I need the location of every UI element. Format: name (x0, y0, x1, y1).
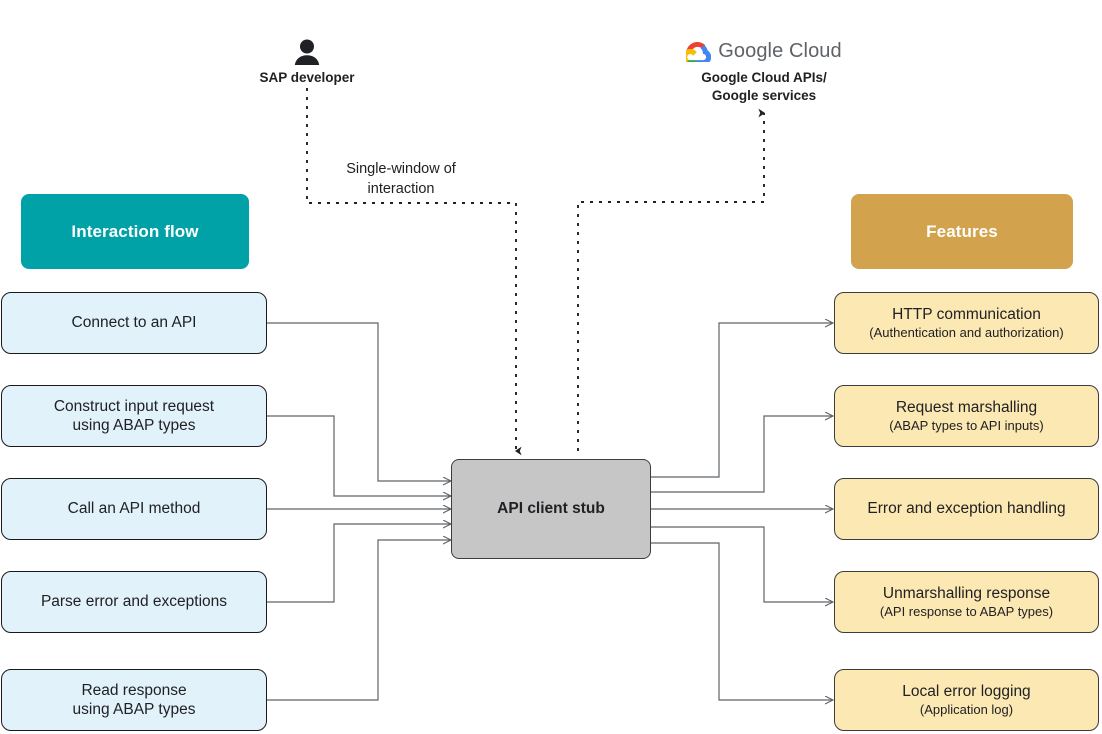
flow-box-construct-input-request[interactable]: Construct input request using ABAP types (1, 385, 267, 447)
sap-developer-label: SAP developer (259, 70, 355, 85)
flow-box-label: Call an API method (67, 500, 201, 518)
flow-box-read-response[interactable]: Read response using ABAP types (1, 669, 267, 731)
single-window-annotation: Single-window of interaction (320, 160, 482, 199)
flow-box-sublabel: using ABAP types (72, 417, 196, 434)
actor-sap-developer: SAP developer (232, 38, 382, 87)
flow-box-label: Read response (81, 681, 187, 699)
feature-box-sublabel: (ABAP types to API inputs) (889, 417, 1044, 433)
single-window-line2: interaction (367, 180, 435, 197)
feature-box-label: Request marshalling (895, 399, 1038, 417)
feature-box-label: Local error logging (902, 683, 1031, 701)
column-header-features: Features (851, 194, 1073, 269)
sap-developer-dashed-path (306, 88, 522, 456)
feature-box-label: Error and exception handling (867, 500, 1066, 518)
google-cloud-logo-icon (686, 41, 712, 62)
feature-box-http-communication[interactable]: HTTP communication (Authentication and a… (834, 292, 1099, 354)
column-header-interaction-flow-label: Interaction flow (71, 221, 199, 241)
flow-box-label: Connect to an API (71, 314, 197, 332)
column-header-interaction-flow: Interaction flow (21, 194, 249, 269)
feature-box-unmarshalling-response[interactable]: Unmarshalling response (API response to … (834, 571, 1099, 633)
api-client-stub-label: API client stub (497, 500, 605, 518)
google-cloud-dashed-path (577, 108, 765, 451)
person-icon (294, 39, 320, 65)
google-cloud-brand-row: Google Cloud (652, 38, 876, 64)
flow-box-label: Parse error and exceptions (40, 593, 228, 611)
flow-box-sublabel: using ABAP types (72, 701, 196, 718)
feature-box-sublabel: (Application log) (919, 701, 1014, 717)
column-header-features-label: Features (926, 221, 998, 241)
feature-box-sublabel: (API response to ABAP types) (879, 603, 1054, 619)
left-connectors (267, 322, 451, 701)
google-cloud-label-line2: Google services (711, 87, 817, 103)
flow-box-connect-to-an-api[interactable]: Connect to an API (1, 292, 267, 354)
api-client-stub-node[interactable]: API client stub (451, 459, 651, 559)
google-cloud-wordmark: Google Cloud (718, 40, 842, 62)
google-cloud-label-line1: Google Cloud APIs/ (701, 70, 827, 85)
feature-box-local-error-logging[interactable]: Local error logging (Application log) (834, 669, 1099, 731)
feature-box-label: Unmarshalling response (882, 585, 1051, 603)
flow-box-parse-error-and-exceptions[interactable]: Parse error and exceptions (1, 571, 267, 633)
flow-box-label: Construct input request (53, 397, 215, 415)
flow-box-call-an-api-method[interactable]: Call an API method (1, 478, 267, 540)
feature-box-sublabel: (Authentication and authorization) (869, 324, 1064, 340)
feature-box-request-marshalling[interactable]: Request marshalling (ABAP types to API i… (834, 385, 1099, 447)
feature-box-error-and-exception-handling[interactable]: Error and exception handling (834, 478, 1099, 540)
feature-box-label: HTTP communication (892, 306, 1041, 324)
single-window-line1: Single-window of (346, 161, 456, 177)
right-connectors (651, 323, 833, 700)
actor-google-cloud: Google Cloud Google Cloud APIs/ Google s… (652, 38, 876, 104)
